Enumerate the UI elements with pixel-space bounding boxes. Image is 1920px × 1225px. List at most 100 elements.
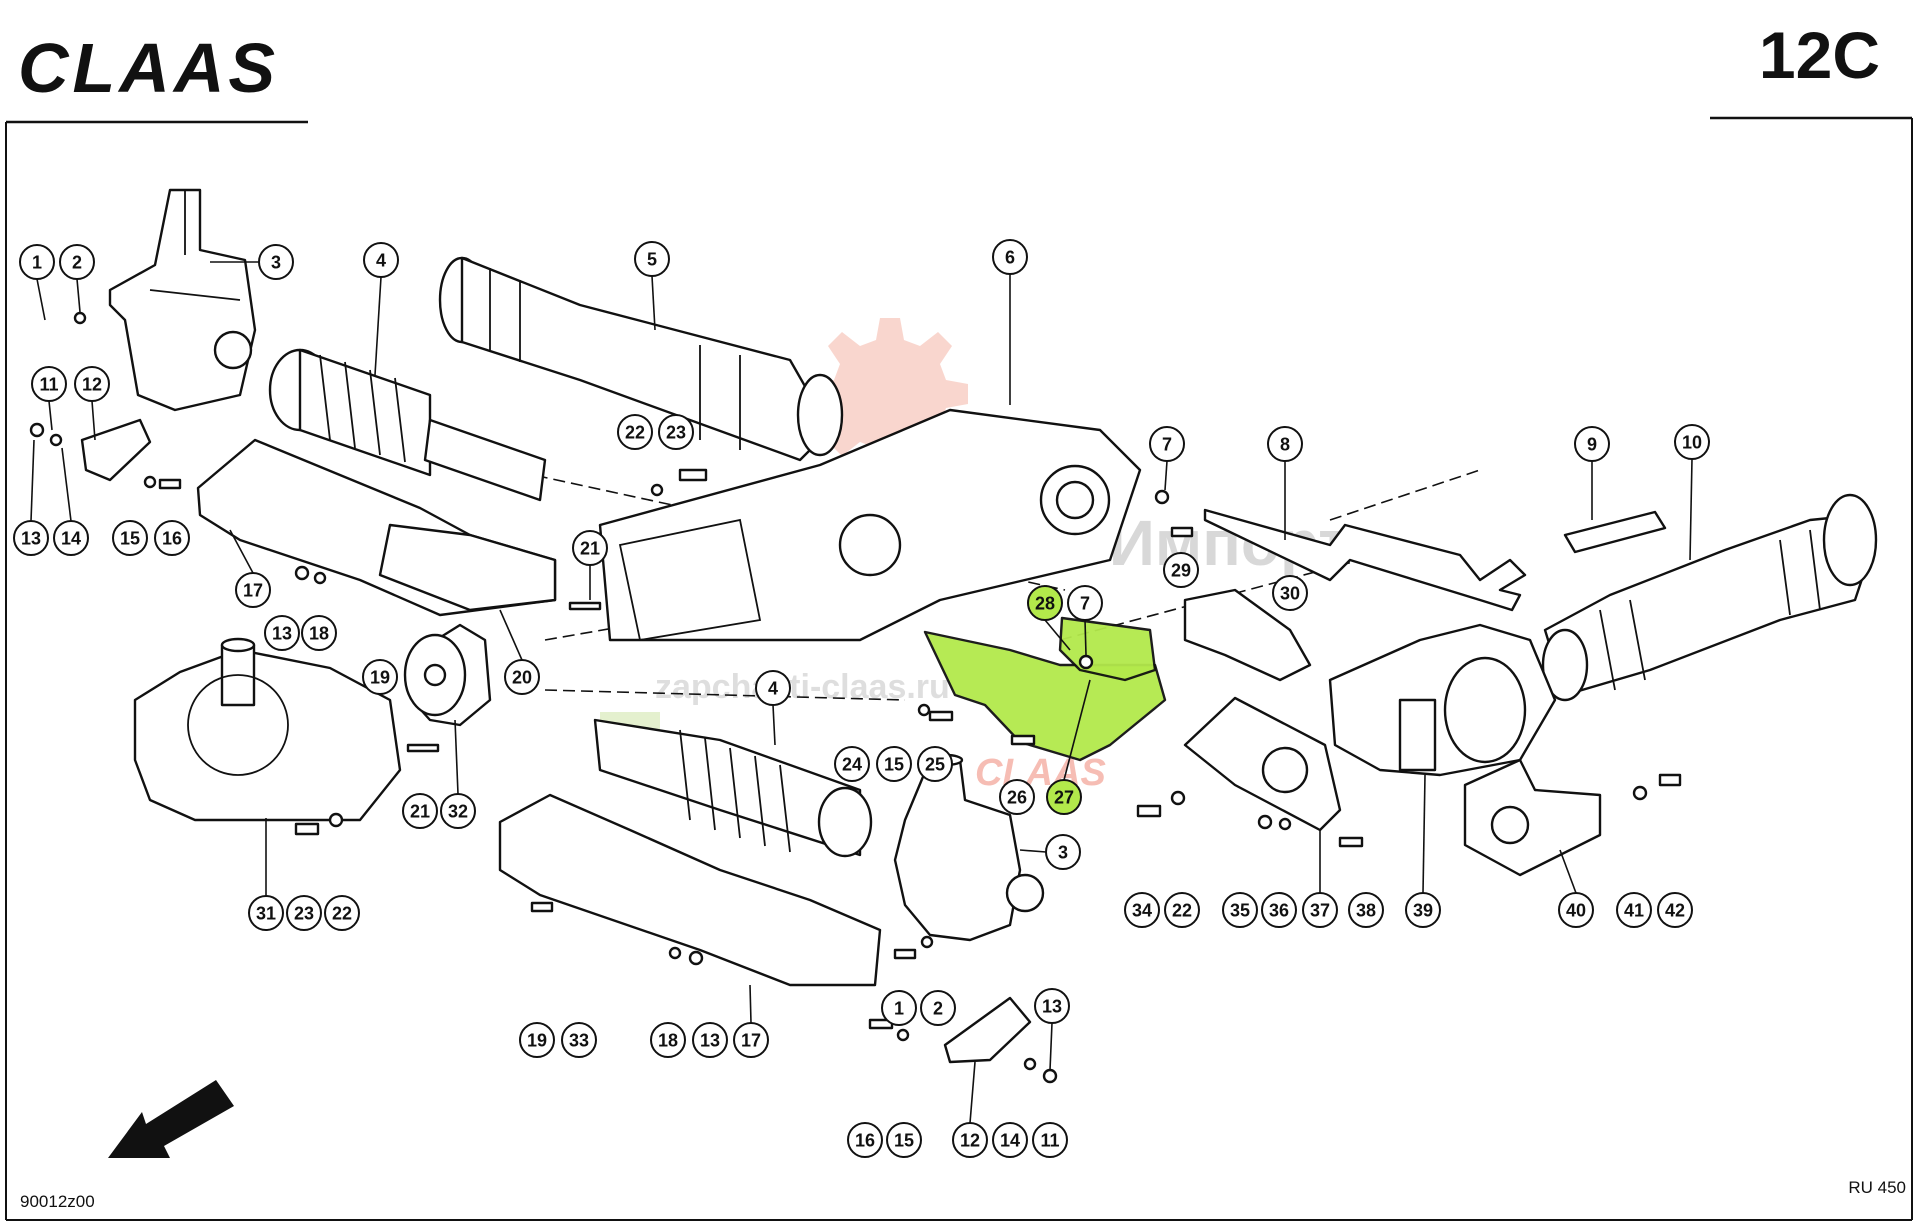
callout-circle bbox=[917, 746, 953, 782]
callout-30[interactable]: 30 bbox=[1272, 575, 1308, 611]
callout-15[interactable]: 15 bbox=[876, 746, 912, 782]
callout-14[interactable]: 14 bbox=[53, 520, 89, 556]
part-10-drive-shaft-right bbox=[1541, 493, 1878, 702]
callout-number: 11 bbox=[39, 375, 58, 395]
callout-circle bbox=[235, 572, 271, 608]
callout-9[interactable]: 9 bbox=[1574, 426, 1610, 462]
callout-number: 34 bbox=[1132, 901, 1152, 921]
part-32-pulley bbox=[403, 623, 492, 727]
callout-circle bbox=[1348, 892, 1384, 928]
callout-number: 15 bbox=[894, 1131, 914, 1151]
callout-circle bbox=[992, 239, 1028, 275]
callout-3[interactable]: 3 bbox=[1045, 834, 1081, 870]
callout-17[interactable]: 17 bbox=[733, 1022, 769, 1058]
callout-16[interactable]: 16 bbox=[847, 1122, 883, 1158]
callout-number: 1 bbox=[894, 999, 904, 1019]
part-4-spring-coupling-lower bbox=[593, 718, 873, 858]
callout-14[interactable]: 14 bbox=[992, 1122, 1028, 1158]
callout-circle bbox=[402, 793, 438, 829]
callout-circle bbox=[258, 244, 294, 280]
callout-circle bbox=[952, 1122, 988, 1158]
callout-23[interactable]: 23 bbox=[658, 414, 694, 450]
callout-21[interactable]: 21 bbox=[572, 530, 608, 566]
callout-number: 20 bbox=[512, 668, 532, 688]
callout-number: 16 bbox=[162, 529, 182, 549]
callout-number: 1 bbox=[32, 253, 42, 273]
callout-27[interactable]: 27 bbox=[1046, 779, 1082, 815]
callout-circle bbox=[634, 241, 670, 277]
callout-4[interactable]: 4 bbox=[363, 242, 399, 278]
callout-12[interactable]: 12 bbox=[952, 1122, 988, 1158]
callout-7[interactable]: 7 bbox=[1067, 585, 1103, 621]
callout-34[interactable]: 34 bbox=[1124, 892, 1160, 928]
callout-13[interactable]: 13 bbox=[692, 1022, 728, 1058]
callout-1[interactable]: 1 bbox=[19, 244, 55, 280]
callout-22[interactable]: 22 bbox=[617, 414, 653, 450]
callout-39[interactable]: 39 bbox=[1405, 892, 1441, 928]
callout-13[interactable]: 13 bbox=[1034, 988, 1070, 1024]
callout-number: 13 bbox=[1042, 997, 1062, 1017]
callout-10[interactable]: 10 bbox=[1674, 424, 1710, 460]
callout-18[interactable]: 18 bbox=[650, 1022, 686, 1058]
callout-29[interactable]: 29 bbox=[1163, 552, 1199, 588]
callout-3[interactable]: 3 bbox=[258, 244, 294, 280]
callout-28[interactable]: 28 bbox=[1027, 585, 1063, 621]
callout-circle bbox=[59, 244, 95, 280]
callout-26[interactable]: 26 bbox=[999, 779, 1035, 815]
callout-41[interactable]: 41 bbox=[1616, 892, 1652, 928]
callout-38[interactable]: 38 bbox=[1348, 892, 1384, 928]
callout-circle bbox=[362, 659, 398, 695]
callout-36[interactable]: 36 bbox=[1261, 892, 1297, 928]
callout-13[interactable]: 13 bbox=[264, 615, 300, 651]
watermark-url-text: zapchasti-claas.ru bbox=[655, 668, 950, 706]
callout-15[interactable]: 15 bbox=[112, 520, 148, 556]
callout-35[interactable]: 35 bbox=[1222, 892, 1258, 928]
callout-number: 15 bbox=[120, 529, 140, 549]
callout-32[interactable]: 32 bbox=[440, 793, 476, 829]
callout-number: 11 bbox=[1040, 1131, 1059, 1151]
callout-25[interactable]: 25 bbox=[917, 746, 953, 782]
callout-40[interactable]: 40 bbox=[1558, 892, 1594, 928]
callout-12[interactable]: 12 bbox=[74, 366, 110, 402]
callout-33[interactable]: 33 bbox=[561, 1022, 597, 1058]
direction-arrow bbox=[108, 1080, 234, 1158]
callout-circle bbox=[1302, 892, 1338, 928]
callout-11[interactable]: 11 bbox=[1032, 1122, 1068, 1158]
callout-4[interactable]: 4 bbox=[755, 670, 791, 706]
callout-22[interactable]: 22 bbox=[324, 895, 360, 931]
callout-31[interactable]: 31 bbox=[248, 895, 284, 931]
callout-19[interactable]: 19 bbox=[362, 659, 398, 695]
callout-number: 21 bbox=[580, 539, 600, 559]
callout-24[interactable]: 24 bbox=[834, 746, 870, 782]
callout-2[interactable]: 2 bbox=[59, 244, 95, 280]
callout-number: 7 bbox=[1162, 435, 1172, 455]
callout-1[interactable]: 1 bbox=[881, 990, 917, 1026]
callout-6[interactable]: 6 bbox=[992, 239, 1028, 275]
callout-circle bbox=[248, 895, 284, 931]
callout-5[interactable]: 5 bbox=[634, 241, 670, 277]
callout-15[interactable]: 15 bbox=[886, 1122, 922, 1158]
callout-22[interactable]: 22 bbox=[1164, 892, 1200, 928]
callout-circle bbox=[19, 244, 55, 280]
callout-circle bbox=[876, 746, 912, 782]
callout-circle bbox=[999, 779, 1035, 815]
part-39-right-gearbox bbox=[1328, 623, 1557, 777]
callout-8[interactable]: 8 bbox=[1267, 426, 1303, 462]
callout-17[interactable]: 17 bbox=[235, 572, 271, 608]
callout-18[interactable]: 18 bbox=[301, 615, 337, 651]
callout-number: 22 bbox=[332, 904, 352, 924]
callout-21[interactable]: 21 bbox=[402, 793, 438, 829]
callout-number: 26 bbox=[1007, 788, 1027, 808]
callout-37[interactable]: 37 bbox=[1302, 892, 1338, 928]
callout-16[interactable]: 16 bbox=[154, 520, 190, 556]
callout-23[interactable]: 23 bbox=[286, 895, 322, 931]
callout-13[interactable]: 13 bbox=[13, 520, 49, 556]
callout-19[interactable]: 19 bbox=[519, 1022, 555, 1058]
callout-2[interactable]: 2 bbox=[920, 990, 956, 1026]
callout-7[interactable]: 7 bbox=[1149, 426, 1185, 462]
callout-20[interactable]: 20 bbox=[504, 659, 540, 695]
part-9-bar bbox=[1563, 510, 1667, 554]
callout-11[interactable]: 11 bbox=[31, 366, 67, 402]
callout-42[interactable]: 42 bbox=[1657, 892, 1693, 928]
